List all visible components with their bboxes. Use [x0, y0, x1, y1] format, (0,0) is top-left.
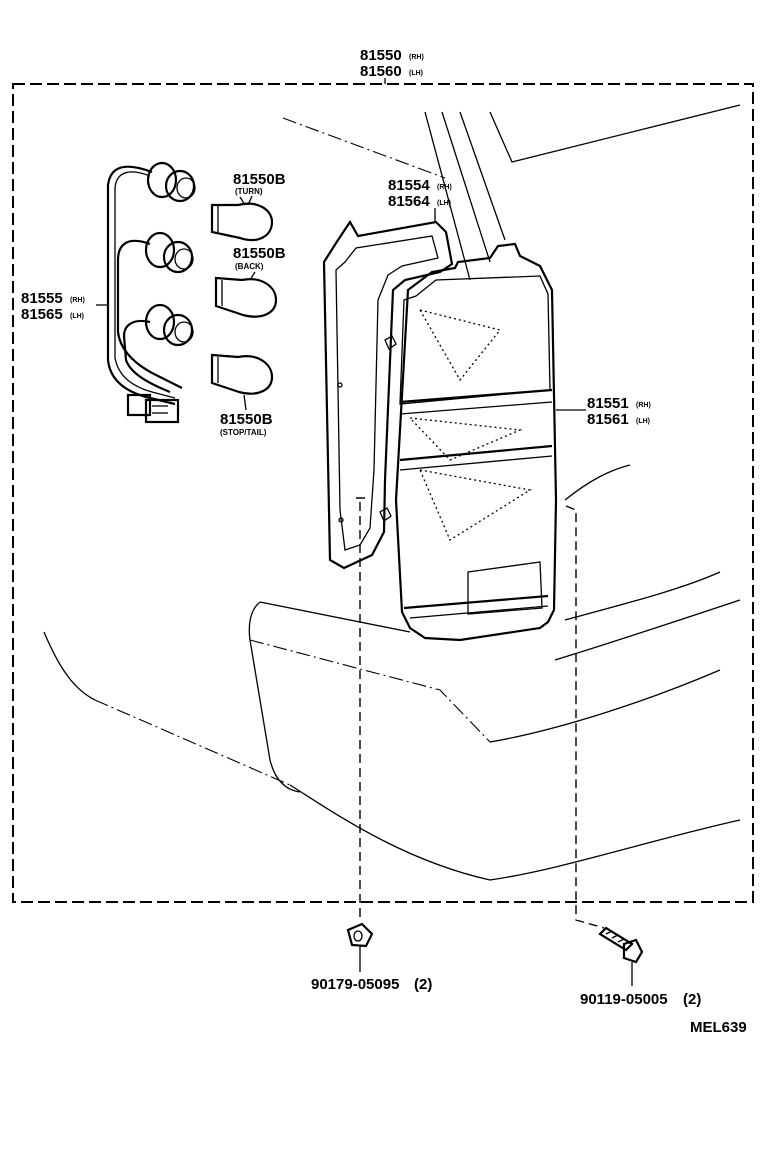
nut-dashed-line: [356, 497, 368, 920]
lens-part-rh: 81551: [587, 395, 629, 412]
bulb-stop-tail-label: 81550B (STOP/TAIL): [220, 411, 273, 437]
lens-suffix-rh: (RH): [636, 402, 651, 409]
screw-90119-05005: [598, 926, 644, 964]
socket-harness-part-lh: 81565: [21, 306, 63, 323]
bulb-back-leader: [249, 271, 256, 281]
screw-part: 90119-05005: [580, 991, 668, 1008]
nut-qty: (2): [414, 976, 432, 993]
bulb-turn-leader: [247, 195, 253, 206]
bulb-stop-tail: [210, 353, 274, 411]
screw-label: 90119-05005 (2): [580, 991, 701, 1008]
assembly-suffix-rh: (RH): [409, 54, 424, 61]
lens-suffix-lh: (LH): [636, 418, 650, 425]
bulb-turn-label: 81550B (TURN): [233, 171, 286, 196]
gasket-label: 81554 (RH) 81564 (LH): [388, 177, 452, 210]
nut-label: 90179-05095 (2): [311, 976, 432, 993]
bulb-turn: [210, 196, 274, 242]
screw-dashed-line: [565, 505, 605, 929]
bulb-back: [214, 276, 278, 318]
bulb-back-label: 81550B (BACK): [233, 245, 286, 271]
gasket-part-rh: 81554: [388, 177, 430, 194]
gasket-suffix-lh: (LH): [437, 200, 451, 207]
socket-harness: [106, 161, 196, 424]
socket-harness-suffix-lh: (LH): [70, 313, 84, 320]
socket-harness-suffix-rh: (RH): [70, 297, 85, 304]
assembly-part-lh: 81560: [360, 63, 402, 80]
assembly-suffix-lh: (LH): [409, 70, 423, 77]
nut-90179-05095: [346, 922, 374, 948]
gasket: [322, 219, 454, 570]
socket-harness-part-rh: 81555: [21, 290, 63, 307]
bulb-turn-use: (TURN): [235, 187, 263, 196]
bulb-back-use: (BACK): [235, 262, 264, 271]
socket-harness-label: 81555 (RH) 81565 (LH): [21, 290, 85, 323]
bulb-stop-tail-part: 81550B: [220, 411, 273, 428]
assembly-label: 81550 (RH) 81560 (LH): [360, 47, 424, 80]
screw-qty: (2): [683, 991, 701, 1008]
gasket-suffix-rh: (RH): [437, 184, 452, 191]
lens-part-lh: 81561: [587, 411, 629, 428]
nut-part: 90179-05095: [311, 976, 399, 993]
lens: [394, 242, 558, 642]
gasket-part-lh: 81564: [388, 193, 430, 210]
assembly-frame: [12, 83, 754, 903]
bulb-stop-tail-use: (STOP/TAIL): [220, 428, 267, 437]
diagram-id: MEL639: [690, 1019, 747, 1036]
assembly-part-rh: 81550: [360, 47, 402, 64]
bulb-back-part: 81550B: [233, 245, 286, 262]
bulb-turn-part: 81550B: [233, 171, 286, 188]
vehicle-body-outline: [43, 104, 741, 881]
lens-label: 81551 (RH) 81561 (LH): [587, 395, 651, 428]
